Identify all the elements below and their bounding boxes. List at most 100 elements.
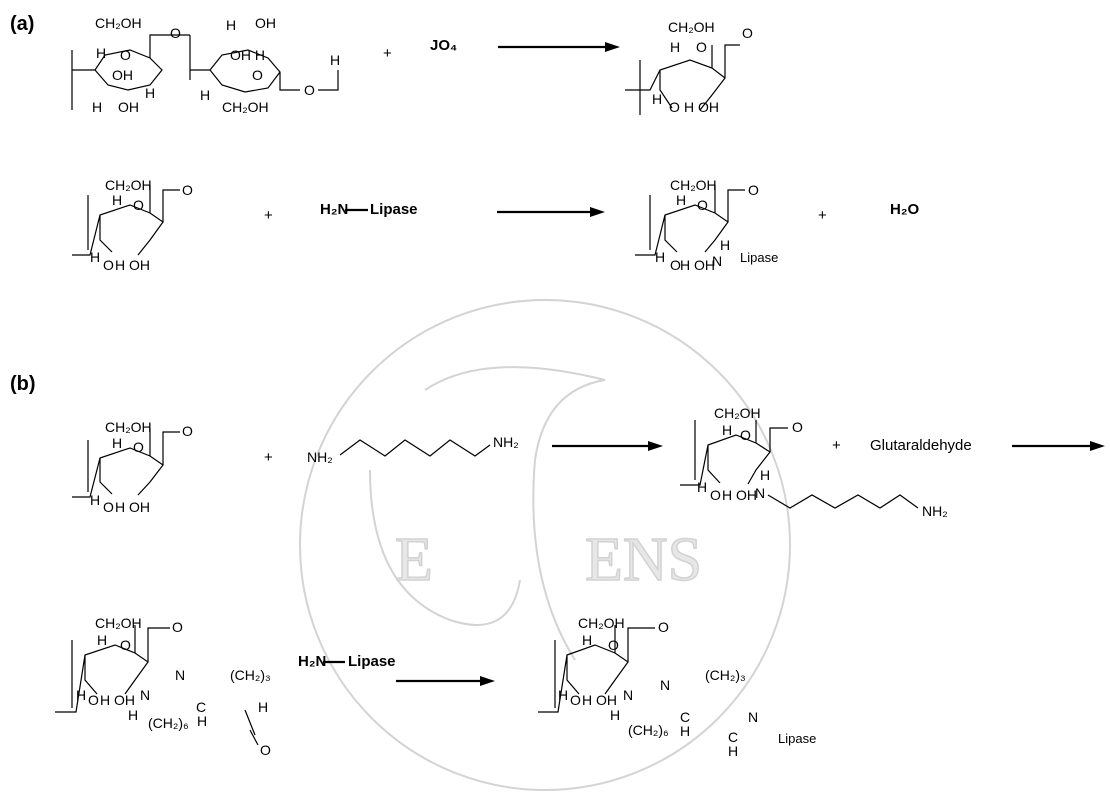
dialdehyde-product-1: CH₂OH H O O H O H OH [625, 19, 753, 115]
svg-text:O: O [670, 257, 681, 273]
svg-text:O: O [182, 423, 193, 439]
amine-label-2: H₂N [298, 653, 326, 670]
svg-text:CH₂OH: CH₂OH [105, 177, 152, 193]
plus-4: + [264, 449, 273, 466]
svg-text:O: O [120, 637, 131, 653]
amine-label: H₂N [320, 201, 348, 218]
svg-text:H OH: H OH [684, 99, 719, 115]
svg-text:O: O [133, 197, 144, 213]
svg-text:H: H [90, 492, 100, 508]
svg-text:O: O [697, 197, 708, 213]
svg-text:(CH₂)₆: (CH₂)₆ [148, 715, 189, 731]
svg-text:O: O [658, 619, 669, 635]
svg-text:O: O [120, 47, 131, 63]
svg-text:H: H [722, 422, 732, 438]
aldehyde-intermediate: CH₂OH H O O H O H OH N H N (CH₂)₆ C H (C… [55, 615, 271, 758]
periodate-label: JO₄ [430, 37, 457, 54]
svg-text:O: O [304, 82, 315, 98]
lipase-label-2: Lipase [348, 653, 396, 670]
svg-text:O: O [669, 99, 680, 115]
svg-text:H OH: H OH [722, 487, 757, 503]
svg-text:CH₂OH: CH₂OH [714, 405, 761, 421]
svg-text:N: N [660, 677, 670, 693]
svg-text:CH₂OH: CH₂OH [222, 99, 269, 115]
svg-text:OH: OH [112, 67, 133, 83]
svg-text:CH₂OH: CH₂OH [95, 15, 142, 31]
diamine-nh2-right: NH₂ [493, 434, 519, 450]
svg-text:O: O [748, 182, 759, 198]
svg-text:N: N [748, 709, 758, 725]
svg-text:O: O [252, 67, 263, 83]
svg-text:(CH₂)₃: (CH₂)₃ [230, 667, 271, 683]
svg-text:H: H [558, 687, 568, 703]
water-label: H₂O [890, 201, 919, 218]
plus-2: + [264, 207, 273, 224]
imine-product-2: CH₂OH H O O H O H OH H N Lipase [635, 177, 778, 273]
svg-text:(CH₂)₃: (CH₂)₃ [705, 667, 746, 683]
svg-text:ENS: ENS [585, 526, 702, 594]
svg-text:H: H [197, 713, 207, 729]
svg-text:N: N [755, 485, 765, 501]
cellobiose-structure: CH₂OH H O OH H OH H O H OH OH H O H CH₂O… [71, 15, 340, 115]
svg-text:CH₂OH: CH₂OH [578, 615, 625, 631]
svg-text:OH H: OH H [230, 47, 265, 63]
svg-text:NH₂: NH₂ [922, 503, 948, 519]
svg-text:O: O [608, 637, 619, 653]
svg-text:O: O [133, 439, 144, 455]
plus-1: + [383, 45, 392, 62]
svg-text:H: H [112, 192, 122, 208]
svg-text:C: C [196, 699, 206, 715]
svg-text:O: O [103, 257, 114, 273]
svg-text:H: H [97, 632, 107, 648]
svg-text:CH₂OH: CH₂OH [95, 615, 142, 631]
svg-text:H OH: H OH [115, 257, 150, 273]
svg-text:OH: OH [255, 15, 276, 31]
watermark-text: E [395, 526, 433, 594]
svg-text:O: O [103, 499, 114, 515]
svg-text:H: H [92, 99, 102, 115]
svg-text:O: O [172, 619, 183, 635]
svg-text:H OH: H OH [582, 692, 617, 708]
svg-text:H OH: H OH [680, 257, 715, 273]
svg-text:O: O [88, 692, 99, 708]
svg-text:H: H [720, 237, 730, 253]
svg-text:H: H [728, 743, 738, 759]
svg-text:H: H [145, 85, 155, 101]
svg-text:O: O [570, 692, 581, 708]
svg-text:H OH: H OH [100, 692, 135, 708]
svg-text:H: H [76, 687, 86, 703]
svg-text:CH₂OH: CH₂OH [668, 19, 715, 35]
lipase-label: Lipase [370, 201, 418, 218]
amine-product-3: CH₂OH H O O H O H OH H N NH₂ [680, 405, 948, 519]
svg-text:O: O [182, 182, 193, 198]
svg-text:H: H [226, 17, 236, 33]
svg-text:Lipase: Lipase [778, 731, 816, 746]
svg-text:H OH: H OH [115, 499, 150, 515]
dialdehyde-reactant-3: CH₂OH H O O H O H OH [72, 419, 193, 515]
svg-text:O: O [740, 427, 751, 443]
panel-label-b: (b) [10, 373, 36, 395]
svg-text:H: H [96, 45, 106, 61]
svg-text:H: H [610, 707, 620, 723]
svg-text:N: N [712, 253, 722, 269]
svg-text:H: H [258, 699, 268, 715]
svg-text:H: H [582, 632, 592, 648]
svg-text:H: H [128, 707, 138, 723]
svg-text:Lipase: Lipase [740, 250, 778, 265]
dialdehyde-reactant-2: CH₂OH H O O H O H OH [72, 177, 193, 273]
hexamethylene-chain [339, 439, 491, 457]
svg-text:H: H [652, 91, 662, 107]
glutaraldehyde-label: Glutaraldehyde [870, 437, 972, 454]
svg-text:H: H [200, 87, 210, 103]
svg-text:O: O [742, 25, 753, 41]
diamine-nh2-left: NH₂ [307, 449, 333, 465]
svg-text:O: O [792, 419, 803, 435]
svg-text:OH: OH [118, 99, 139, 115]
svg-text:H: H [676, 192, 686, 208]
svg-text:H: H [670, 39, 680, 55]
svg-text:H: H [112, 435, 122, 451]
svg-text:CH₂OH: CH₂OH [105, 419, 152, 435]
svg-text:CH₂OH: CH₂OH [670, 177, 717, 193]
immobilized-lipase-product: CH₂OH H O O H O H OH N H N (CH₂)₆ C H (C… [538, 615, 816, 759]
